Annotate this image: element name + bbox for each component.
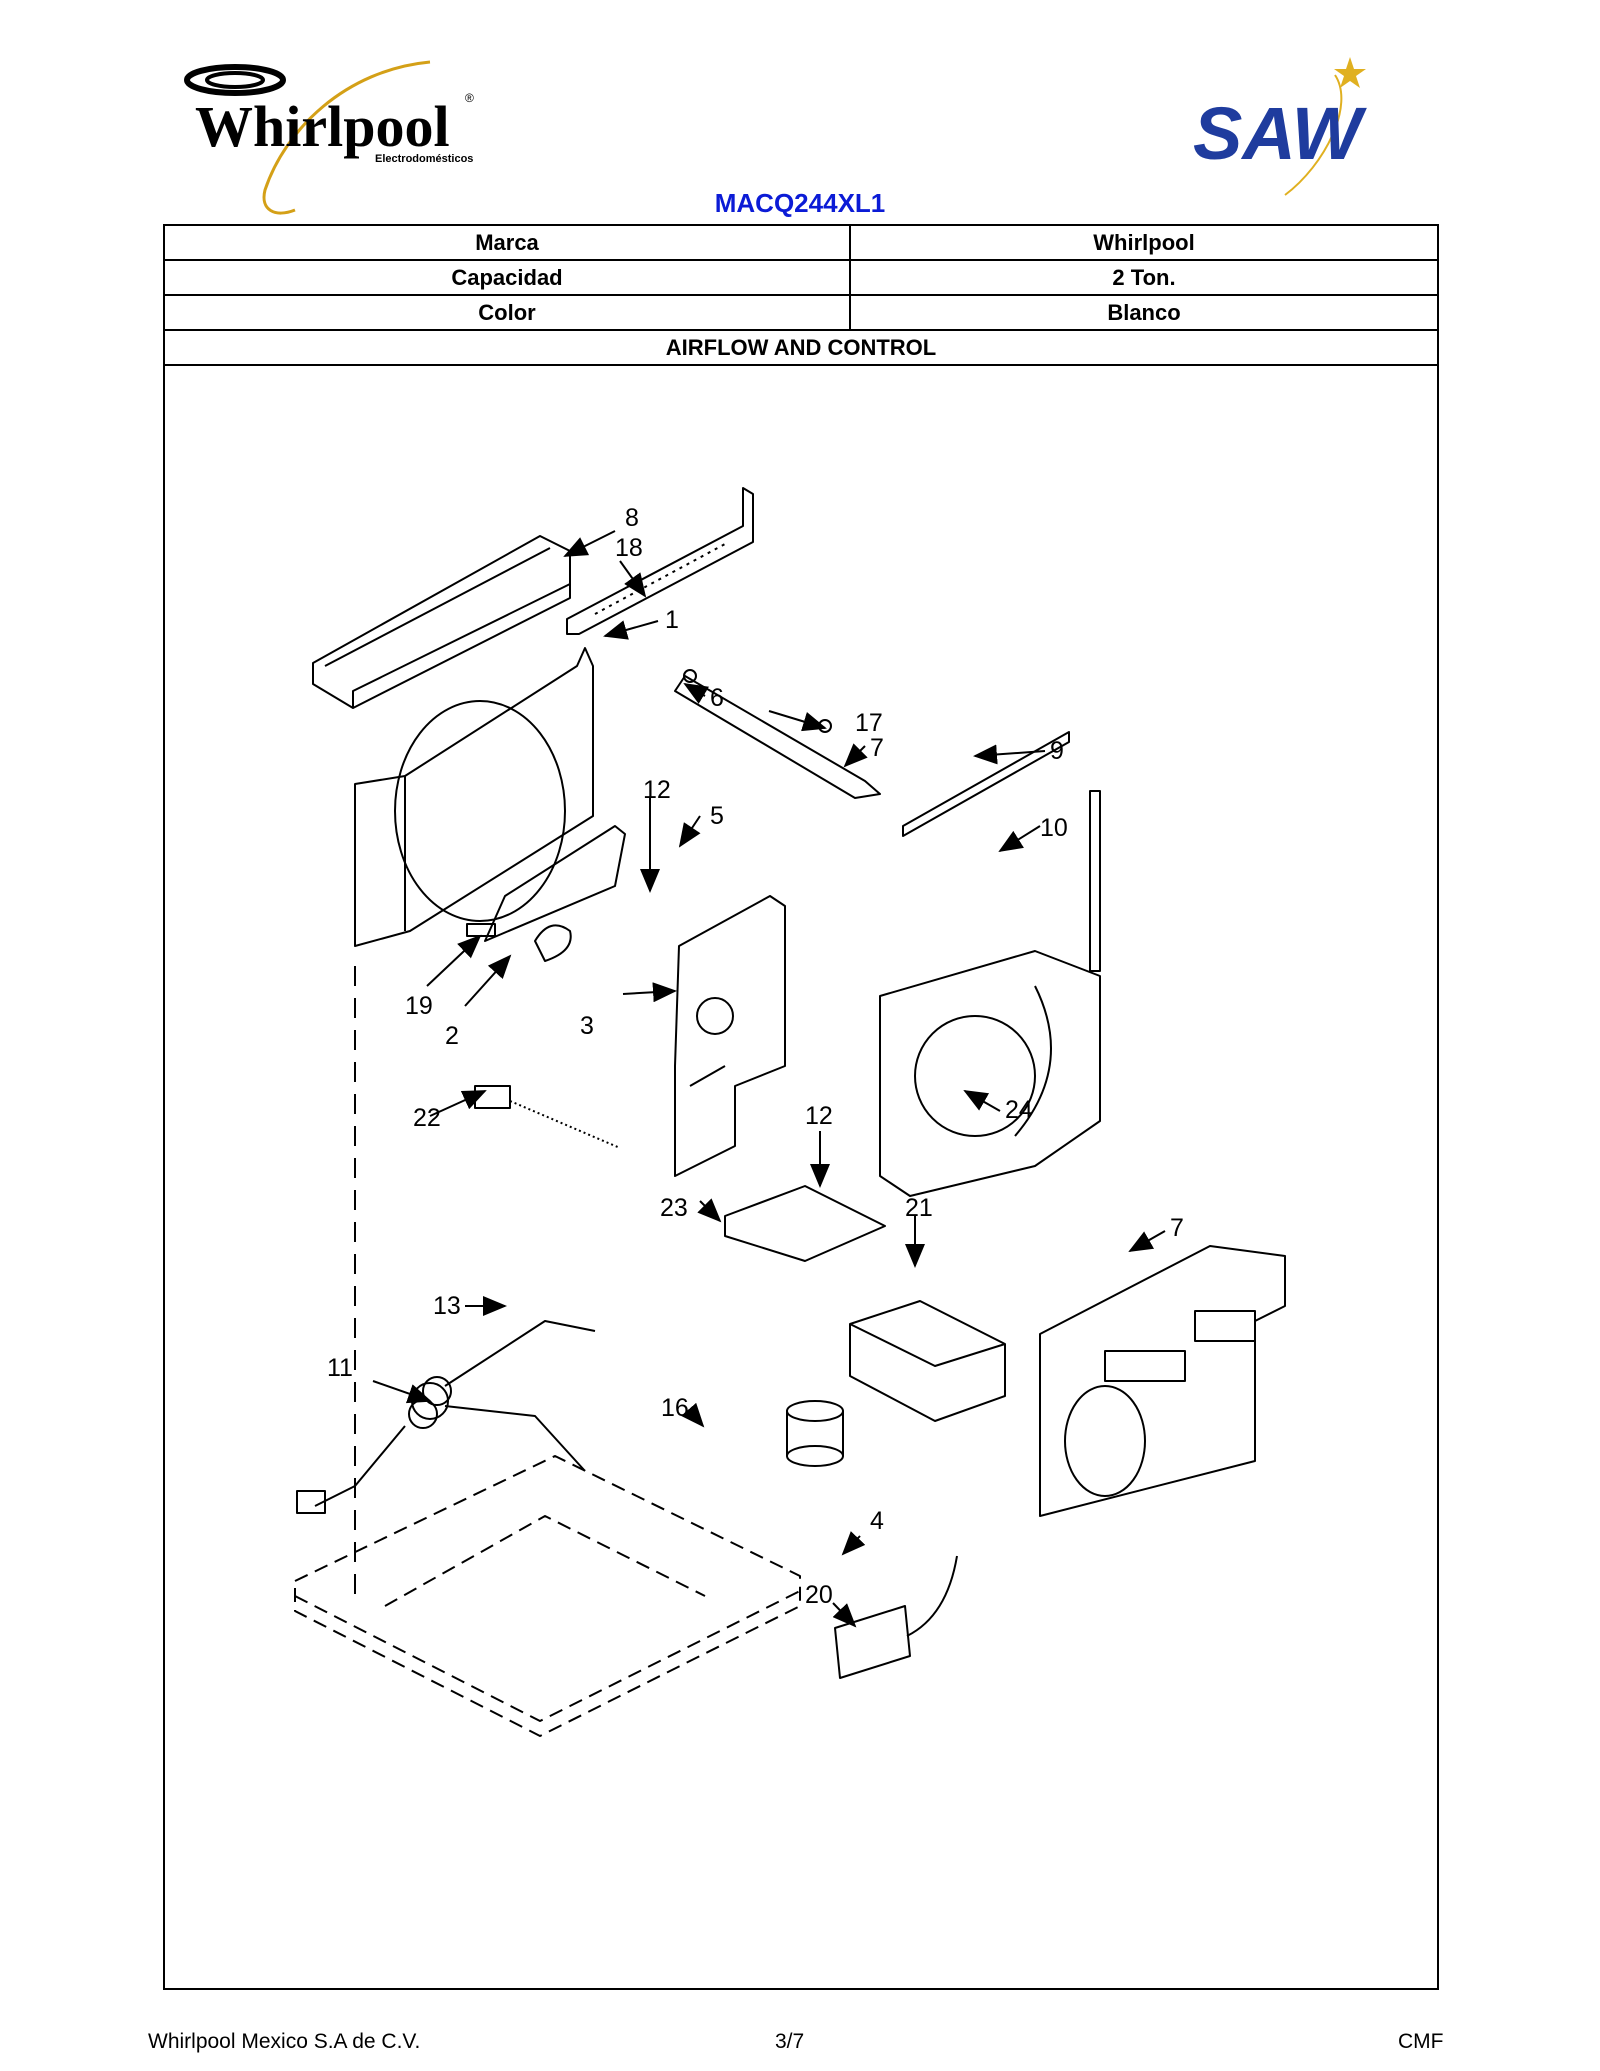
whirlpool-logo: Whirlpool ® Electrodomésticos	[175, 50, 495, 220]
part-callout-4: 4	[870, 1507, 884, 1535]
part-bracket	[674, 669, 881, 799]
part-callout-7: 7	[1170, 1214, 1184, 1242]
part-callout-22: 22	[413, 1104, 441, 1132]
whirlpool-subtitle: Electrodomésticos	[375, 153, 473, 165]
part-callout-18: 18	[615, 534, 643, 562]
spec-value: 2 Ton.	[1112, 264, 1176, 290]
part-capacitor	[786, 1400, 844, 1467]
part-control-board	[834, 1555, 958, 1679]
part-callout-11: 11	[327, 1354, 353, 1382]
section-title: AIRFLOW AND CONTROL	[665, 334, 937, 360]
saw-logo: SAW	[1185, 55, 1385, 205]
part-callout-6: 6	[710, 684, 724, 712]
part-callout-9: 9	[1050, 737, 1064, 765]
part-base-pan	[294, 1455, 801, 1737]
part-callout-17: 17	[855, 709, 883, 737]
spec-value: Blanco	[1107, 299, 1181, 325]
part-insulation-strip-horizontal	[902, 731, 1070, 837]
spec-label: Color	[165, 296, 851, 329]
model-number: MACQ244XL1	[714, 188, 886, 218]
part-callout-7: 7	[870, 734, 884, 762]
part-callout-19: 19	[405, 992, 433, 1020]
spec-table: Marca Whirlpool Capacidad 2 Ton. Color B…	[163, 224, 1439, 1990]
spec-label: Marca	[165, 226, 851, 259]
part-callout-12: 12	[805, 1102, 833, 1130]
part-callout-3: 3	[580, 1012, 594, 1040]
part-mounting-plate	[724, 1185, 886, 1262]
part-thermostat-sensor	[474, 1085, 621, 1149]
part-callout-16: 16	[661, 1394, 689, 1422]
part-callout-24: 24	[1005, 1096, 1033, 1124]
part-callout-21: 21	[905, 1194, 933, 1222]
part-power-cord	[296, 1320, 596, 1514]
svg-text:®: ®	[465, 91, 474, 105]
part-callout-2: 2	[445, 1022, 459, 1050]
spec-row-brand: Marca Whirlpool	[165, 226, 1437, 261]
section-title-row: AIRFLOW AND CONTROL	[165, 331, 1437, 366]
part-callout-13: 13	[433, 1292, 461, 1320]
part-gasket-strip	[566, 487, 754, 635]
spec-value: Whirlpool	[1093, 229, 1195, 255]
spec-row-color: Color Blanco	[165, 296, 1437, 331]
part-blower-scroll	[879, 950, 1101, 1197]
part-capacitor-box	[849, 1300, 1006, 1422]
part-top-cover	[312, 535, 571, 709]
part-callout-1: 1	[665, 606, 679, 634]
spec-label: Capacidad	[165, 261, 851, 294]
part-fan-shroud	[354, 647, 594, 947]
part-callout-10: 10	[1040, 814, 1068, 842]
part-control-bracket	[674, 895, 786, 1177]
spec-row-capacity: Capacidad 2 Ton.	[165, 261, 1437, 296]
footer-company: Whirlpool Mexico S.A de C.V.	[148, 2030, 421, 2053]
part-callout-20: 20	[805, 1581, 833, 1609]
part-callout-23: 23	[660, 1194, 688, 1222]
whirlpool-wordmark: Whirlpool	[195, 94, 450, 159]
footer-code: CMF	[1398, 2030, 1444, 2053]
part-front-housing	[1039, 1245, 1286, 1517]
part-callout-12: 12	[643, 776, 671, 804]
part-callout-8: 8	[625, 504, 639, 532]
part-callout-5: 5	[710, 802, 724, 830]
footer-page-number: 3/7	[775, 2030, 805, 2053]
saw-wordmark: SAW	[1193, 92, 1368, 175]
part-insulation-strip-vertical	[1089, 790, 1101, 972]
